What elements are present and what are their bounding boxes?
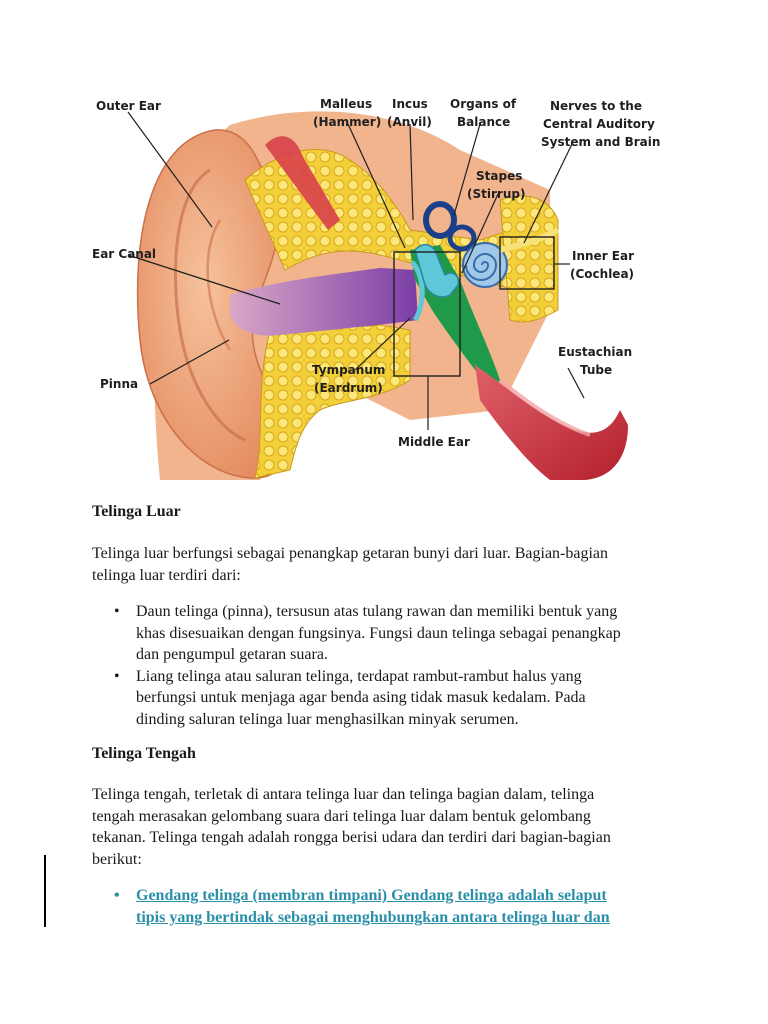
eustachian-tube-lining: [498, 378, 591, 437]
outer-ear-paragraph: Telinga luar berfungsi sebagai penangkap…: [92, 543, 692, 586]
label-organs-of: Organs of: [450, 97, 517, 111]
semicircular-canal-1: [423, 201, 457, 239]
section-title-outer-ear: Telinga Luar: [92, 503, 181, 520]
section-title-middle-ear: Telinga Tengah: [92, 745, 196, 762]
outer-para-line-2: telinga luar terdiri dari:: [92, 566, 241, 584]
label-middle-ear: Middle Ear: [398, 435, 470, 449]
label-pinna: Pinna: [100, 377, 138, 391]
label-cochlea: (Cochlea): [570, 267, 634, 281]
link-line-1[interactable]: Gendang telinga (membran timpani) Gendan…: [136, 887, 607, 904]
bullet-1-line-1: Daun telinga (pinna), tersusun atas tula…: [136, 603, 618, 620]
outer-para-line-1: Telinga luar berfungsi sebagai penangkap…: [92, 545, 609, 562]
middle-ear-box: [393, 251, 461, 377]
label-hammer: (Hammer): [313, 115, 381, 129]
outer-ear-list: Daun telinga (pinna), tersusun atas tula…: [92, 601, 692, 730]
label-anvil: (Anvil): [387, 115, 432, 129]
muscle-strip: [265, 136, 340, 230]
label-nerves-3: System and Brain: [541, 135, 660, 149]
label-nerves-1: Nerves to the: [550, 99, 642, 113]
label-ear-canal: Ear Canal: [92, 247, 156, 261]
bone-right: [499, 195, 559, 323]
list-item: Liang telinga atau saluran telinga, terd…: [92, 666, 692, 731]
bullet-1-line-3: dan pengumpul getaran suara.: [136, 646, 328, 663]
leader-lines: [127, 111, 585, 430]
auditory-nerve: [499, 227, 560, 253]
label-nerves-2: Central Auditory: [543, 117, 655, 131]
label-incus: Incus: [392, 97, 428, 111]
label-tympanum: Tympanum: [312, 363, 385, 377]
cochlea-spiral: [465, 253, 498, 281]
label-stirrup: (Stirrup): [467, 187, 525, 201]
middle-ear-paragraph: Telinga tengah, terletak di antara telin…: [92, 784, 692, 870]
middle-para-line-4: berikut:: [92, 850, 142, 868]
link-list-item-eardrum[interactable]: Gendang telinga (membran timpani) Gendan…: [92, 885, 692, 928]
cochlea-shape: [462, 242, 508, 288]
eustachian-tube-shape: [475, 365, 628, 480]
bullet-2-line-3: dinding saluran telinga luar menghasilka…: [136, 710, 519, 728]
label-outer-ear: Outer Ear: [96, 99, 161, 113]
bullet-2-line-2: berfungsi untuk menjaga agar benda asing…: [136, 689, 586, 706]
list-item: Daun telinga (pinna), tersusun atas tula…: [92, 601, 692, 666]
label-eustachian: Eustachian: [558, 345, 632, 359]
link-line-2[interactable]: tipis yang bertindak sebagai menghubungk…: [136, 908, 610, 926]
middle-para-line-1: Telinga tengah, terletak di antara telin…: [92, 786, 595, 803]
semicircular-canal-2: [447, 224, 477, 252]
middle-ear-list: Gendang telinga (membran timpani) Gendan…: [92, 885, 692, 928]
text-cursor-bar: [44, 855, 46, 927]
bullet-2-line-1: Liang telinga atau saluran telinga, terd…: [136, 667, 582, 685]
label-tube: Tube: [580, 363, 612, 377]
label-stapes: Stapes: [476, 169, 522, 183]
pinna-fold: [173, 168, 246, 442]
ear-canal-shape: [230, 268, 418, 336]
middle-para-line-2: tengah merasakan gelombang suara dari te…: [92, 807, 591, 825]
middle-para-line-3: tekanan. Telinga tengah adalah rongga be…: [92, 829, 611, 846]
label-balance: Balance: [457, 115, 510, 129]
ear-anatomy-diagram: Outer Ear Malleus (Hammer) Incus (Anvil)…: [92, 97, 660, 481]
ossicles-shape: [414, 243, 460, 298]
bullet-1-line-2: khas disesuaikan dengan fungsinya. Fungs…: [136, 624, 621, 642]
eardrum-shape: [410, 260, 425, 322]
label-inner-ear: Inner Ear: [572, 249, 634, 263]
label-eardrum: (Eardrum): [314, 381, 383, 395]
label-malleus: Malleus: [320, 97, 372, 111]
